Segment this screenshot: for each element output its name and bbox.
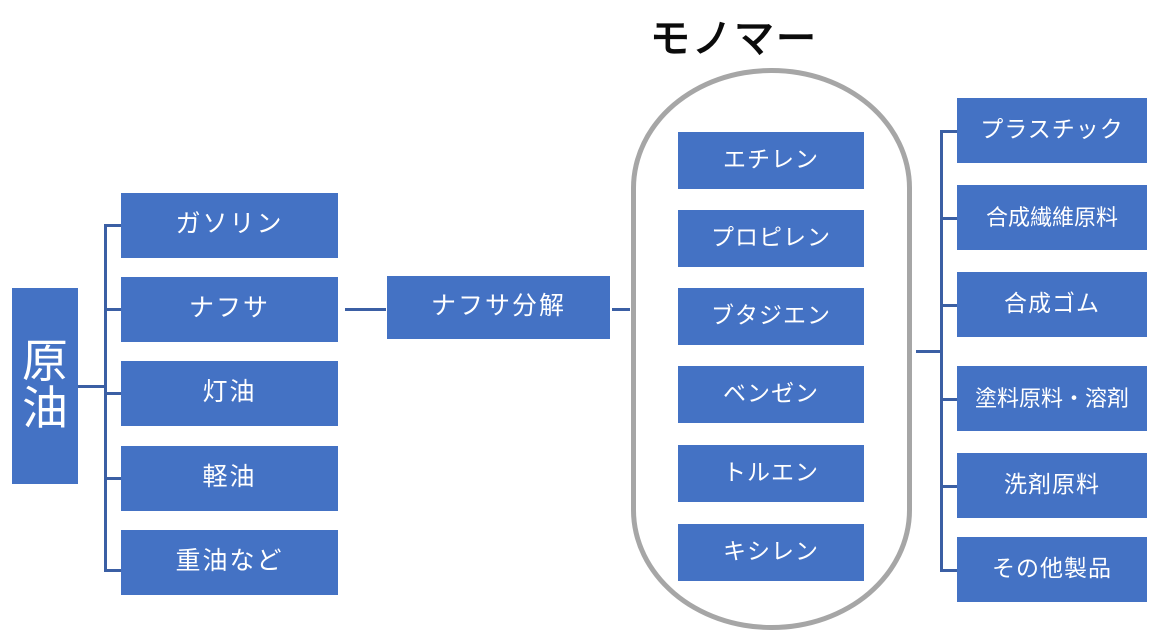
node-product-synthetic-rubber: 合成ゴム bbox=[957, 272, 1147, 337]
node-product-other-products: その他製品 bbox=[957, 537, 1147, 602]
node-product-detergent-material: 洗剤原料 bbox=[957, 453, 1147, 518]
connector-bracket-to-fraction-1 bbox=[104, 224, 124, 227]
monomer-group-outline bbox=[631, 68, 912, 630]
node-product-paint-material-solvent: 塗料原料・溶剤 bbox=[957, 366, 1147, 431]
connector-naphtha-to-cracking bbox=[345, 308, 386, 311]
node-monomer-ethylene: エチレン bbox=[678, 132, 864, 189]
connector-bracket-to-product-1 bbox=[940, 130, 960, 133]
node-monomer-benzene: ベンゼン bbox=[678, 366, 864, 423]
connector-bracket-to-product-5 bbox=[940, 485, 960, 488]
node-monomer-butadiene: ブタジエン bbox=[678, 288, 864, 345]
node-fraction-gas-oil: 軽油 bbox=[121, 446, 338, 511]
node-fraction-heavy-oil: 重油など bbox=[121, 530, 338, 595]
node-crude-oil-line1: 原 bbox=[22, 336, 68, 388]
node-monomer-toluene: トルエン bbox=[678, 445, 864, 502]
connector-bracket-to-product-3 bbox=[940, 304, 960, 307]
node-crude-oil: 原 油 bbox=[12, 288, 78, 484]
connector-right-bracket-spine bbox=[940, 130, 943, 572]
connector-left-bracket-spine bbox=[104, 224, 107, 572]
page-title: モノマー bbox=[650, 16, 818, 62]
connector-bracket-to-product-4 bbox=[940, 398, 960, 401]
node-fraction-kerosene: 灯油 bbox=[121, 361, 338, 426]
connector-cracking-to-monomers bbox=[612, 308, 630, 311]
connector-bracket-to-fraction-3 bbox=[104, 392, 124, 395]
node-crude-oil-line2: 油 bbox=[22, 383, 68, 434]
connector-bracket-to-fraction-2 bbox=[104, 308, 124, 311]
connector-bracket-to-fraction-4 bbox=[104, 477, 124, 480]
connector-bracket-to-product-6 bbox=[940, 569, 960, 572]
node-product-synthetic-fiber-material: 合成繊維原料 bbox=[957, 185, 1147, 250]
node-fraction-gasoline: ガソリン bbox=[121, 193, 338, 258]
connector-crude-to-bracket bbox=[78, 385, 106, 388]
node-fraction-naphtha: ナフサ bbox=[121, 277, 338, 342]
node-product-plastics: プラスチック bbox=[957, 98, 1147, 163]
node-monomer-propylene: プロピレン bbox=[678, 210, 864, 267]
connector-bracket-to-product-2 bbox=[940, 217, 960, 220]
connector-monomers-to-right-bracket bbox=[916, 350, 942, 353]
node-monomer-xylene: キシレン bbox=[678, 524, 864, 581]
node-process-naphtha-cracking: ナフサ分解 bbox=[387, 276, 610, 339]
connector-bracket-to-fraction-5 bbox=[104, 569, 124, 572]
